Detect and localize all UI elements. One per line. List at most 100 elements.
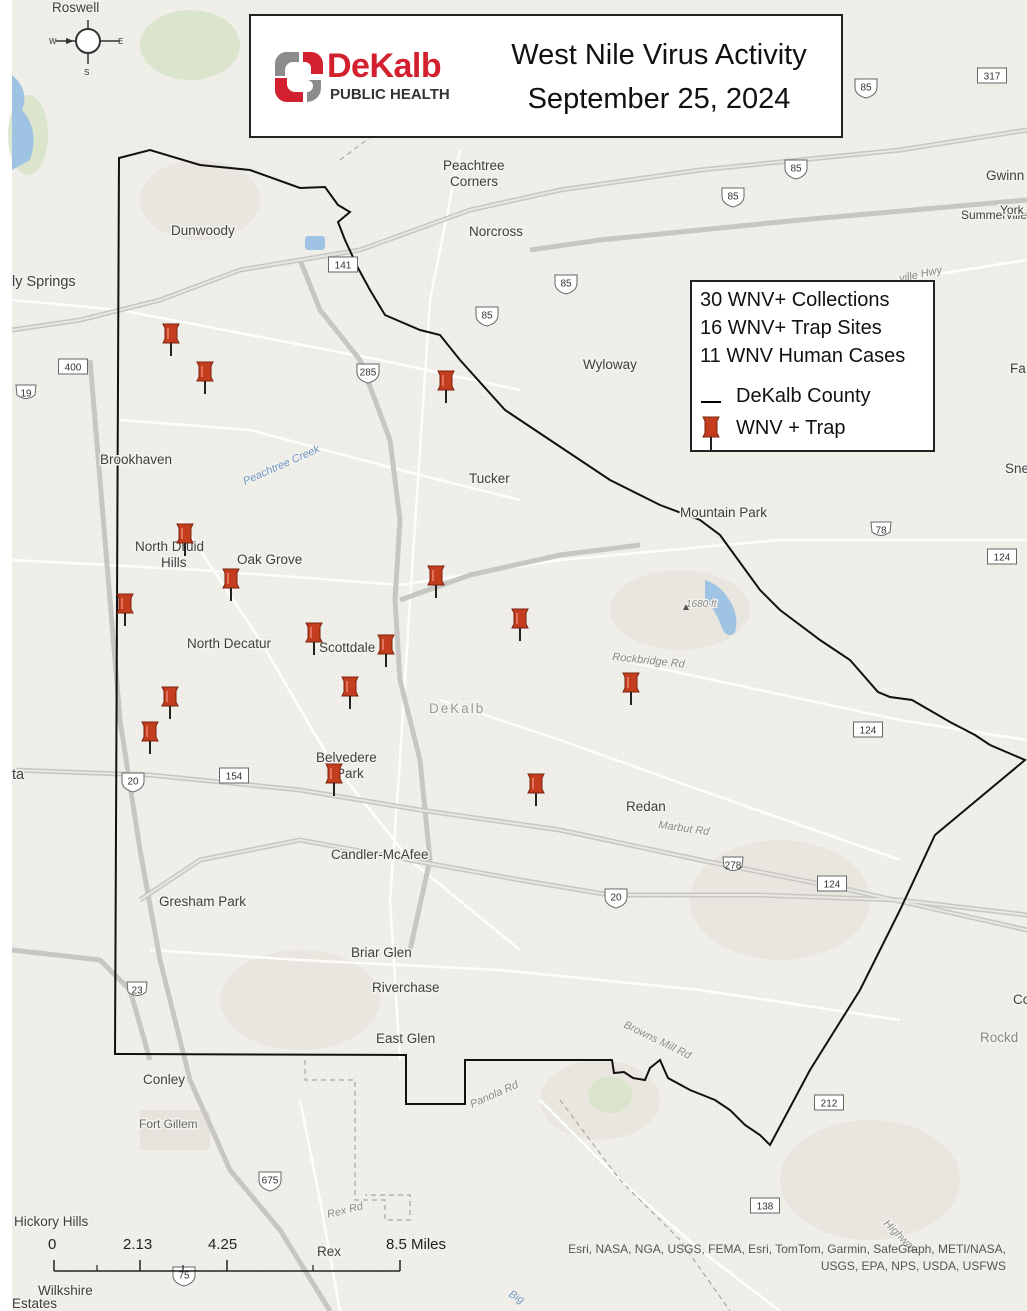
map-attribution: Esri, NASA, NGA, USGS, FEMA, Esri, TomTo… [520,1241,1006,1275]
us-route-shield: 19 [15,384,37,400]
place-label: Riverchase [372,980,440,995]
dekalb-public-health-logo: DeKalb PUBLIC HEALTH [271,46,451,108]
place-label: Gwinn [986,168,1024,183]
place-label: Sne [1005,461,1027,476]
state-route-shield: 154 [219,767,249,784]
route-number: 85 [790,164,802,175]
route-number: 400 [65,363,82,374]
wnv-trap-pin[interactable] [341,676,359,709]
wnv-trap-pin[interactable] [511,608,529,641]
state-route-shield: 124 [987,548,1017,565]
place-label: Conley [143,1072,185,1087]
place-label: Co [1013,992,1027,1007]
route-number: 85 [560,279,572,290]
place-label: Scottdale [319,640,375,655]
compass-rose: W E S [46,18,130,88]
map-title: West Nile Virus Activity [511,39,807,71]
wnv-trap-pin[interactable] [162,323,180,356]
route-number: 675 [262,1176,279,1187]
wnv-trap-pin[interactable] [427,565,445,598]
route-number: 20 [610,893,622,904]
stat-collections: 30 WNV+ Collections [700,289,890,311]
place-label: Dunwoody [171,223,235,238]
scale-tick-label: 4.25 [208,1236,238,1253]
wnv-trap-pin[interactable] [622,672,640,705]
state-route-shield: 400 [58,358,88,375]
place-label: Fort Gillem [139,1117,198,1131]
elevation-label: 1680 ft [686,599,718,610]
wnv-trap-pin[interactable] [527,773,545,806]
place-label: ly Springs [12,274,76,290]
logo-subtitle: PUBLIC HEALTH [330,86,450,103]
wnv-trap-pin[interactable] [325,763,343,796]
place-label: Brookhaven [100,452,172,467]
compass-s: S [84,68,89,77]
county-line-swatch [701,401,721,403]
route-number: 124 [860,726,877,737]
interstate-route-shield: 85 [554,274,578,295]
place-label: Rockd [980,1030,1018,1045]
route-number: 85 [481,311,493,322]
state-route-shield: 138 [750,1197,780,1214]
water-features [12,75,737,636]
route-number: 23 [131,986,143,997]
compass-e: E [118,37,123,46]
title-panel: DeKalb PUBLIC HEALTH West Nile Virus Act… [249,14,843,138]
place-label: Hickory Hills [14,1214,89,1229]
state-route-shield: 124 [817,875,847,892]
scale-graphic [53,1260,401,1272]
summit-marker [683,604,689,610]
wnv-trap-pin[interactable] [196,361,214,394]
scale-tick-label: 2.13 [123,1236,153,1253]
place-label: Belvedere [316,750,377,765]
wnv-trap-pin[interactable] [437,370,455,403]
map-date: September 25, 2024 [527,83,791,115]
route-number: 124 [994,553,1011,564]
legend-county-label: DeKalb County [736,385,871,407]
place-label: Summerville [961,208,1027,222]
route-number: 278 [725,861,742,872]
state-route-shield: 141 [328,256,358,273]
place-label: Corners [450,174,498,189]
scale-tick-label: 8.5 Miles [386,1236,447,1253]
place-label: North Druid [135,539,204,554]
place-label: East Glen [376,1031,435,1046]
place-label: ta [12,767,25,783]
stat-human-cases: 11 WNV Human Cases [700,345,906,367]
route-number: 317 [984,72,1001,83]
wnv-trap-pin[interactable] [176,523,194,556]
route-number: 75 [178,1271,190,1282]
attribution-line: USGS, EPA, NPS, USDA, USFWS [820,1259,1006,1273]
place-label: Roswell [52,0,99,15]
us-route-shield: 23 [126,981,148,997]
interstate-route-shield: 85 [475,306,499,327]
place-label: Norcross [469,224,523,239]
wnv-trap-markers [116,323,640,806]
route-number: 212 [821,1099,838,1110]
wnv-trap-pin[interactable] [116,593,134,626]
route-number: 138 [757,1202,774,1213]
route-number: 20 [127,777,139,788]
us-route-shield: 78 [870,521,892,537]
place-label: Briar Glen [351,945,412,960]
route-number: 85 [860,83,872,94]
route-number: 285 [360,368,377,379]
route-number: 124 [824,880,841,891]
state-route-shield: 212 [814,1094,844,1111]
place-label: Oak Grove [237,552,302,567]
stat-trap-sites: 16 WNV+ Trap Sites [700,317,882,339]
wnv-trap-pin[interactable] [377,634,395,667]
state-route-shield: 124 [853,721,883,738]
state-route-shield: 317 [977,67,1007,84]
wnv-trap-pin[interactable] [161,686,179,719]
legend-trap-label: WNV + Trap [736,417,846,439]
legend-panel: 30 WNV+ Collections 16 WNV+ Trap Sites 1… [690,280,935,452]
place-labels: Roswell Peachtree Corners Dunwoody Norcr… [11,0,1027,1311]
wnv-trap-pin[interactable] [141,721,159,754]
wnv-trap-pin[interactable] [222,568,240,601]
place-label: Park [336,766,364,781]
place-label: Gresham Park [159,894,246,909]
wnv-trap-pin[interactable] [305,622,323,655]
